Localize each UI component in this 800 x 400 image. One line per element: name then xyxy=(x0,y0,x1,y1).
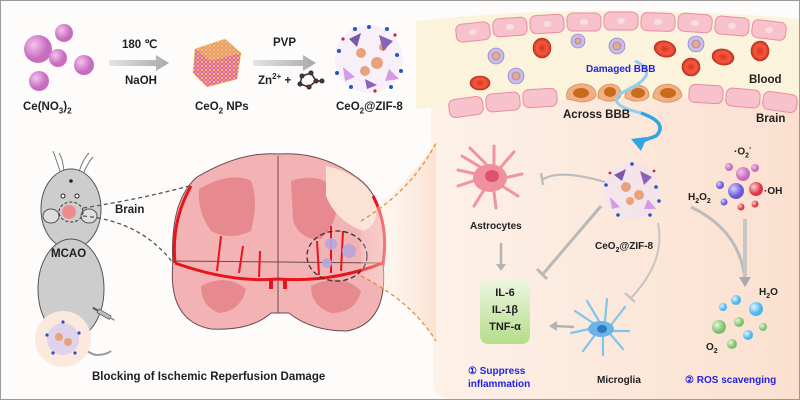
step1-reagent: NaOH xyxy=(125,75,157,87)
cytokine-list: IL-6 IL-1β TNF-α xyxy=(480,285,530,336)
superoxide-label: ·O2- xyxy=(734,145,752,160)
intermediate-label: CeO2 NPs xyxy=(195,101,249,116)
mouse-brain-highlight xyxy=(62,205,76,219)
blood-vessel-main xyxy=(174,261,384,282)
cytokine-il1b: IL-1β xyxy=(491,304,519,316)
precursor-label: Ce(NO3)2 xyxy=(23,101,72,116)
coronal-brain-section xyxy=(171,153,387,332)
cytokine-tnfa: TNF-α xyxy=(489,321,521,333)
pathway1-line1: ① Suppress xyxy=(468,366,526,377)
hydroxyl-label: ·OH xyxy=(764,186,783,197)
mouse-eye-right xyxy=(74,193,80,199)
endothelial-cells-bottom xyxy=(448,83,798,119)
inhibit-astrocytes-line xyxy=(542,173,606,184)
damaged-bbb-label: Damaged BBB xyxy=(586,64,656,75)
peroxide-label: H2O2 xyxy=(688,192,711,205)
brain-region-label: Brain xyxy=(756,113,786,125)
mcao-label: MCAO xyxy=(51,248,87,260)
synthesis-arrow-1 xyxy=(109,55,169,71)
oxygen-label: O2 xyxy=(706,342,718,355)
blood-label: Blood xyxy=(749,74,782,86)
astrocytes-label: Astrocytes xyxy=(470,221,522,232)
cytokine-il6: IL-6 xyxy=(495,287,515,299)
pathway1-line2: inflammation xyxy=(468,379,531,390)
pathway-ros-scavenging: ② ROS scavenging xyxy=(685,375,777,386)
crossing-arrowhead xyxy=(631,137,647,151)
microglia-cell xyxy=(569,297,631,357)
syringe-icon xyxy=(92,306,115,321)
mouse-brain-dashed-circle xyxy=(58,201,84,223)
microglia-to-cytokines-arrow xyxy=(554,324,575,329)
ceo2-zif8-nanoparticle xyxy=(335,25,403,93)
connector-brain-top xyxy=(82,185,190,209)
mouse-eye-left xyxy=(60,193,66,199)
product-spheres xyxy=(712,295,767,349)
nanozyme-label: CeO2@ZIF-8 xyxy=(595,241,654,254)
zoom-line-top xyxy=(360,142,437,222)
inhibit-microglia-line xyxy=(630,222,661,299)
nanoparticles-in-blood xyxy=(487,33,705,85)
zoom-line-bottom xyxy=(360,275,437,342)
step2-zinc: Zn2+ + xyxy=(258,72,292,87)
inhibit-cytokines-line xyxy=(541,205,603,275)
microglia-label: Microglia xyxy=(597,375,641,386)
infarct-region xyxy=(326,166,377,231)
ros-species-spheres xyxy=(716,163,763,211)
ceo2-nanocube xyxy=(192,38,242,88)
step2-reagent: PVP xyxy=(273,37,297,49)
ce-nitrate-spheres xyxy=(24,24,94,91)
astrocyte-cell xyxy=(456,144,524,210)
injected-nanoparticle-inset xyxy=(35,311,91,367)
zoom-cone xyxy=(361,143,436,341)
ceo2-zif8-central-nanoparticle xyxy=(604,162,661,219)
mouse-brain-label: Brain xyxy=(115,204,145,216)
imidazole-icon xyxy=(297,70,325,90)
figure-caption: Blocking of Ischemic Reperfusion Damage xyxy=(92,371,326,383)
cytokine-box xyxy=(480,279,530,344)
pathway-suppress-inflammation: ① Suppress inflammation xyxy=(468,365,530,391)
product-label: CeO2@ZIF-8 xyxy=(336,101,403,116)
synthesis-arrow-2 xyxy=(253,55,316,71)
red-blood-cells xyxy=(469,37,770,91)
across-bbb-label: Across BBB xyxy=(563,109,631,121)
step1-temperature: 180 ℃ xyxy=(122,39,158,51)
water-label: H2O xyxy=(759,287,778,300)
mouse-nose xyxy=(69,179,73,183)
connector-brain-bottom xyxy=(82,215,174,264)
